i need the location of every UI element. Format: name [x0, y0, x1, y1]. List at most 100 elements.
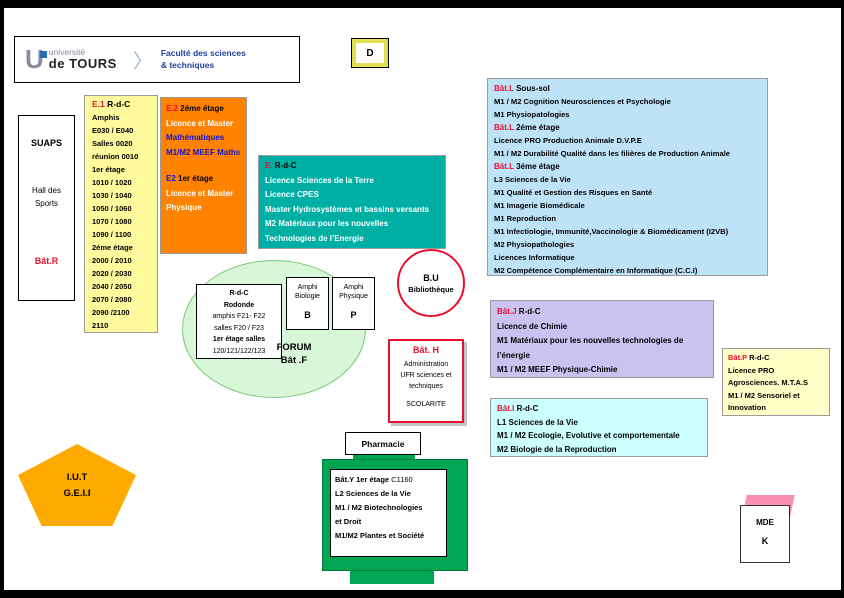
- e2-line: Mathématiques: [166, 133, 225, 142]
- forum-label: FORUM Bât .F: [239, 341, 349, 367]
- e-line: Master Hydrosystèmes et bassins versants: [265, 204, 430, 214]
- faculty-line-2: & techniques: [160, 59, 215, 70]
- building-i-code: Bât.I: [497, 404, 515, 413]
- amphi-phy-letter: P: [350, 310, 357, 320]
- batL-line: M1 Reproduction: [494, 214, 557, 223]
- building-e1: E.1 R-d-C Amphis E030 / E040 Salles 0020…: [84, 95, 158, 333]
- mde-k-label: K: [761, 536, 769, 546]
- bu-subtitle: Bibliothèque: [408, 284, 454, 294]
- iut-name: I.U.T: [66, 471, 88, 483]
- batH-line: techniques: [409, 383, 443, 390]
- building-f-code: Bât .F: [280, 355, 308, 366]
- e1-line: réunion 0010: [92, 152, 139, 161]
- building-h-code: Bât. H: [412, 345, 439, 355]
- building-e2-mid-header: E2 1er étage: [166, 172, 246, 187]
- map-canvas: U université de TOURS Faculté des scienc…: [4, 8, 841, 590]
- faculty-name: Faculté des sciences & techniques: [161, 48, 246, 70]
- building-e1-code: E.1: [92, 99, 105, 109]
- building-p-code: Bât.P: [728, 353, 748, 362]
- batL-header-sous-sol: Bât.L Sous-sol: [494, 82, 767, 95]
- rotonde-line: amphis F21- F22: [212, 313, 266, 320]
- batL-line: M1 Qualité et Gestion des Risques en San…: [494, 188, 653, 197]
- building-e2-mid-code: E2: [166, 174, 176, 183]
- batL-header-2eme: Bât.L 2éme étage: [494, 121, 767, 134]
- batY-header: Bât.Y 1er étage C1160: [335, 473, 446, 487]
- batI-floor: R-d-C: [516, 404, 539, 413]
- batL-floor-2eme: 2éme étage: [516, 123, 560, 132]
- building-e2-mid-floor: 1er étage: [178, 174, 214, 183]
- building-e2-floor: 2éme étage: [180, 104, 224, 113]
- batJ-line: l’énergie: [497, 350, 530, 360]
- e1-line: 2000 / 2010: [92, 256, 132, 265]
- building-j-code: Bât.J: [497, 307, 517, 316]
- amphi-phy-line-2: Physique: [339, 293, 368, 300]
- batP-line: M1 / M2 Sensoriel et: [728, 390, 800, 400]
- pharmacie-label: Pharmacie: [361, 438, 405, 449]
- building-l-code: Bât.L: [494, 162, 514, 171]
- building-bu-library: B.U Bibliothèque: [397, 249, 465, 317]
- university-logo: U université de TOURS Faculté des scienc…: [14, 36, 300, 83]
- e-line: Licence Sciences de la Terre: [265, 175, 374, 185]
- batL-line: M1 Imagerie Biomédicale: [494, 201, 585, 210]
- batY-line: L2 Sciences de la Vie: [335, 489, 411, 498]
- suaps-hall-line-1: Hall des: [32, 186, 61, 195]
- amphi-physique: Amphi Physique P: [332, 277, 375, 330]
- batL-line: M1 / M2 Cognition Neurosciences et Psych…: [494, 97, 671, 106]
- building-r-code: Bât.R: [34, 256, 59, 266]
- e2-line: M1/M2 MEEF Maths: [166, 147, 241, 157]
- building-e-header: E. R-d-C: [265, 159, 445, 174]
- e1-line: E030 / E040: [92, 126, 134, 135]
- building-l-code: Bât.L: [494, 84, 514, 93]
- e-line: M2 Matériaux pour les nouvelles: [265, 219, 389, 228]
- chevron-separator-icon: [133, 45, 153, 74]
- batL-floor-3eme: 3éme étage: [516, 162, 560, 171]
- batI-line: L1 Sciences de la Vie: [497, 417, 578, 427]
- e1-line: 1030 / 1040: [92, 191, 132, 200]
- batI-header: Bât.I R-d-C: [497, 402, 707, 416]
- e1-line: 1010 / 1020: [92, 178, 132, 187]
- rotonde-line: 1er étage salles: [212, 336, 266, 343]
- amphi-phy-line-1: Amphi: [343, 284, 364, 291]
- batL-line: M2 Physiopathologies: [494, 240, 575, 249]
- batJ-line: M1 / M2 MEEF Physique-Chimie: [497, 365, 618, 374]
- batP-line: Licence PRO: [728, 365, 775, 375]
- building-suaps: SUAPS Hall des Sports Bât.R: [18, 115, 75, 301]
- building-e1-floor: R-d-C: [107, 99, 131, 109]
- batI-line: M1 / M2 Ecologie, Evolutive et comportem…: [497, 431, 680, 440]
- batH-line: UFR sciences et: [400, 372, 452, 379]
- e1-line: 1090 / 1100: [92, 230, 132, 239]
- e2-line: Licence et Master: [166, 118, 234, 128]
- building-e2: E.2 2éme étage Licence et Master Mathéma…: [160, 97, 247, 254]
- amphi-bio-line-1: Amphi: [297, 284, 318, 291]
- building-l-code: Bât.L: [494, 123, 514, 132]
- batJ-floor: R-d-C: [518, 307, 541, 316]
- batP-floor: R-d-C: [749, 353, 770, 362]
- amphi-biologie: Amphi Biologie B: [286, 277, 329, 330]
- building-e-floor: R-d-C: [274, 161, 297, 170]
- amphi-bio-letter: B: [304, 310, 311, 320]
- building-e2-code: E.2: [166, 104, 179, 113]
- building-iut: I.U.T G.E.I.I: [18, 444, 136, 526]
- batL-line: M1 / M2 Durabilité Qualité dans les fili…: [494, 149, 731, 158]
- amphi-bio-line-2: Biologie: [295, 293, 320, 300]
- batP-line: Innovation: [728, 403, 766, 412]
- rotonde-line: salles F20 / F23: [214, 324, 264, 332]
- forum-name: FORUM: [276, 342, 312, 353]
- batL-line: M1 Infectiologie, Immunité,Vaccinologie …: [494, 227, 729, 236]
- building-d: D: [351, 38, 389, 68]
- building-y: Bât.Y 1er étage C1160 L2 Sciences de la …: [330, 469, 447, 557]
- batL-line: L3 Sciences de la Vie: [494, 175, 571, 184]
- iut-dept: G.E.I.I: [63, 487, 91, 499]
- building-j: Bât.J R-d-C Licence de Chimie M1 Matéria…: [490, 300, 714, 378]
- batH-line: SCOLARITE: [406, 401, 446, 408]
- building-p: Bât.P R-d-C Licence PRO Agrosciences. M.…: [722, 348, 830, 416]
- batL-floor-sous-sol: Sous-sol: [516, 84, 550, 93]
- e1-line: 1050 / 1060: [92, 204, 132, 213]
- e-line: Technologies de l’Energie: [265, 233, 364, 243]
- logo-de-tours-text: de TOURS: [48, 56, 117, 72]
- e1-line: 1070 / 1080: [92, 217, 132, 226]
- batJ-line: Licence de Chimie: [497, 321, 568, 331]
- e-line: Licence CPES: [265, 190, 319, 199]
- e1-line: 2090 /2100: [92, 308, 130, 317]
- suaps-hall: Hall des Sports: [19, 184, 74, 210]
